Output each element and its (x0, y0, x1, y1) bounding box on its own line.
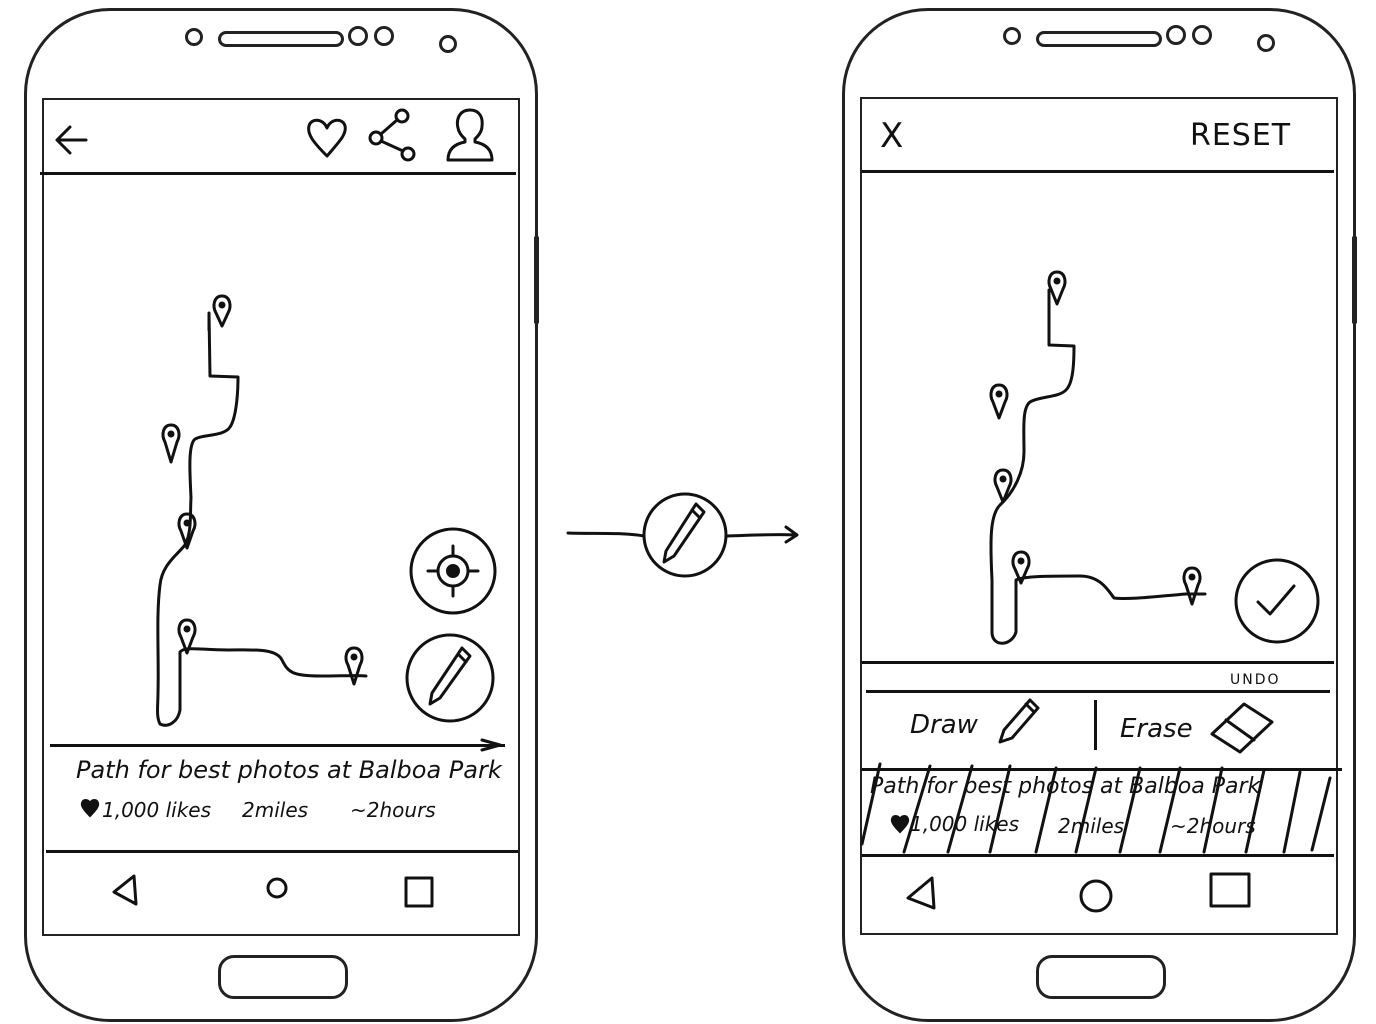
close-button[interactable]: X (880, 116, 904, 156)
locate-icon[interactable] (408, 526, 498, 616)
right-likes-count: 1,000 likes (910, 812, 1020, 836)
nav-recents-icon[interactable] (402, 874, 436, 910)
right-sensor-2 (1192, 25, 1212, 45)
left-header-divider (40, 172, 516, 175)
right-header-divider (862, 170, 1334, 173)
right-caption-top-divider (862, 768, 1342, 771)
back-arrow-icon[interactable] (52, 122, 90, 158)
left-screen (42, 98, 520, 936)
right-likes-heart-icon (890, 815, 910, 834)
right-distance: 2miles (1058, 814, 1125, 838)
left-route-title: Path for best photos at Balboa Park (76, 756, 502, 784)
left-duration: ~2hours (350, 798, 436, 822)
left-sensor-3 (439, 35, 457, 53)
right-sensor-3 (1257, 34, 1275, 52)
left-likes-count: 1,000 likes (102, 798, 212, 822)
right-undo-divider (866, 690, 1330, 693)
left-speaker-grille (218, 31, 344, 47)
right-hardware-home-button[interactable] (1036, 955, 1166, 999)
left-front-camera (185, 28, 203, 46)
left-caption-bottom-divider (46, 850, 518, 853)
right-side-button (1352, 236, 1357, 324)
left-distance: 2miles (242, 798, 309, 822)
left-map-divider-arrow (480, 738, 502, 752)
eraser-icon[interactable] (1208, 698, 1278, 758)
right-route-title: Path for best photos at Balboa Park (870, 774, 1261, 799)
checkmark-icon[interactable] (1232, 556, 1322, 646)
pencil-icon[interactable] (404, 632, 496, 724)
pencil-icon (642, 492, 728, 578)
left-likes-heart-icon (80, 799, 100, 818)
right-speaker-grille (1036, 31, 1162, 47)
nav-recents-icon[interactable] (1206, 870, 1254, 912)
right-map-bottom-divider (862, 661, 1334, 664)
erase-tool-label[interactable]: Erase (1120, 714, 1193, 744)
nav-back-icon[interactable] (110, 872, 140, 908)
right-sensor-1 (1166, 25, 1186, 45)
tool-separator (1094, 700, 1097, 750)
right-front-camera (1003, 27, 1021, 45)
nav-home-icon[interactable] (1076, 876, 1116, 916)
left-side-button (534, 236, 539, 324)
right-caption-bottom-divider (862, 854, 1334, 857)
reset-button[interactable]: RESET (1190, 118, 1292, 153)
nav-back-icon[interactable] (902, 874, 938, 912)
nav-home-icon[interactable] (264, 876, 290, 900)
heart-icon[interactable] (303, 114, 351, 160)
pencil-icon[interactable] (994, 696, 1044, 746)
share-icon[interactable] (366, 108, 422, 164)
left-hardware-home-button[interactable] (218, 955, 348, 999)
undo-button[interactable]: UNDO (1230, 672, 1281, 688)
left-sensor-1 (348, 26, 368, 46)
left-sensor-2 (374, 26, 394, 46)
right-duration: ~2hours (1170, 814, 1256, 838)
draw-tool-label[interactable]: Draw (910, 710, 978, 740)
left-map-bottom-divider (50, 744, 505, 747)
profile-icon[interactable] (444, 106, 496, 164)
